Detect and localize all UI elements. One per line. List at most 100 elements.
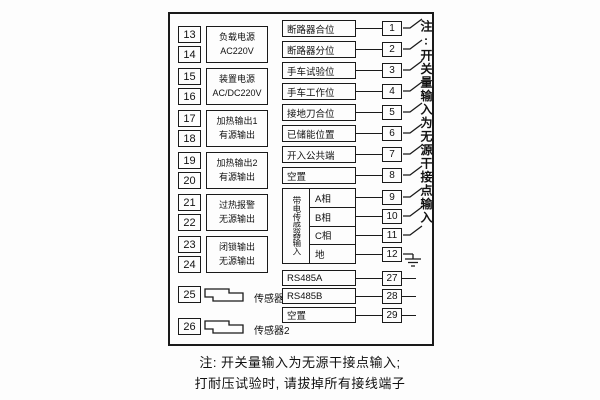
side-note: 注:开关量输入为无源干接点输入: [419, 20, 433, 225]
wire: [356, 133, 382, 134]
group-label-line1: 负载电源: [218, 32, 255, 42]
footer-note-line2: 打耐压试验时, 请拔掉所有接线端子: [194, 376, 406, 391]
group-label-line2: 有源输出: [218, 171, 255, 182]
switch-contact-icon: [403, 186, 425, 201]
wire: [356, 70, 382, 71]
terminal-number: 9: [382, 190, 402, 205]
phase-label: C相: [310, 227, 355, 246]
input-label: 接地刀合位: [282, 104, 356, 121]
terminal-number: 10: [382, 209, 402, 224]
footer-note-line1: 注: 开关量输入为无源干接点输入;: [199, 355, 401, 370]
wire: [356, 278, 382, 279]
terminal-number: 18: [178, 130, 201, 147]
terminal-number: 19: [178, 152, 201, 169]
live-sensor-input-group: 带电传感器输入 A相 B相 C相 地: [282, 188, 356, 264]
terminal-number: 1: [382, 21, 402, 36]
group-label-line2: AC220V: [220, 45, 254, 56]
switch-contact-icon: [403, 205, 425, 220]
phase-rows: A相 B相 C相 地: [310, 189, 355, 263]
input-label: 开入公共端: [282, 146, 356, 163]
group-label-line2: 有源输出: [218, 129, 255, 140]
switch-contact-icon: [403, 38, 425, 53]
terminal-number: 15: [178, 68, 201, 85]
terminal-number: 22: [178, 214, 201, 231]
sensor-connector-icon: [204, 286, 246, 304]
switch-contact-icon: [403, 17, 425, 32]
switch-contact-icon: [403, 164, 425, 179]
terminal-number: 4: [382, 84, 402, 99]
terminal-number: 17: [178, 110, 201, 127]
group-label-line1: 加热输出2: [216, 158, 258, 168]
terminal-number: 14: [178, 46, 201, 63]
terminal-number: 6: [382, 126, 402, 141]
comm-label: 空置: [282, 307, 356, 323]
terminal-number: 27: [382, 271, 402, 286]
switch-contact-icon: [403, 59, 425, 74]
terminal-number: 13: [178, 26, 201, 43]
wire: [356, 91, 382, 92]
group-label-line2: AC/DC220V: [212, 87, 262, 98]
terminal-number: 23: [178, 236, 201, 253]
group-label-line2: 无源输出: [218, 213, 255, 224]
switch-contact-icon: [403, 101, 425, 116]
group-label-line1: 装置电源: [218, 74, 255, 84]
wire: [356, 175, 382, 176]
terminal-number: 20: [178, 172, 201, 189]
wire: [356, 216, 382, 217]
terminal-number: 29: [382, 308, 402, 323]
terminal-number: 3: [382, 63, 402, 78]
switch-contact-icon: [403, 224, 425, 239]
comm-label: RS485A: [282, 270, 356, 286]
terminal-number: 12: [382, 247, 402, 262]
input-label: 断路器分位: [282, 41, 356, 58]
group-label-line1: 闭锁输出: [218, 242, 255, 252]
terminal-number: 16: [178, 88, 201, 105]
terminal-number: 8: [382, 168, 402, 183]
terminal-number: 5: [382, 105, 402, 120]
wire: [356, 154, 382, 155]
input-label: 手车试验位: [282, 62, 356, 79]
wire: [356, 28, 382, 29]
terminal-group-label: 加热输出1 有源输出: [206, 110, 268, 147]
terminal-number: 11: [382, 228, 402, 243]
group-label-line1: 加热输出1: [216, 116, 258, 126]
ground-icon: [403, 250, 423, 268]
phase-label: B相: [310, 208, 355, 227]
wire: [356, 296, 382, 297]
switch-contact-icon: [403, 143, 425, 158]
input-label: 空置: [282, 167, 356, 184]
switch-contact-icon: [403, 80, 425, 95]
input-label: 断路器合位: [282, 20, 356, 37]
comm-label: RS485B: [282, 288, 356, 304]
phase-label: 地: [315, 250, 325, 262]
terminal-number: 28: [382, 289, 402, 304]
sensor-label: 传感器2: [254, 326, 290, 337]
wire: [356, 315, 382, 316]
wire: [402, 278, 416, 279]
terminal-number: 7: [382, 147, 402, 162]
terminal-group-label: 加热输出2 有源输出: [206, 152, 268, 189]
input-label: 已储能位置: [282, 125, 356, 142]
wire: [356, 49, 382, 50]
sensor-label: 传感器1: [254, 294, 290, 305]
terminal-number: 25: [178, 286, 201, 303]
terminal-group-label: 负载电源 AC220V: [206, 26, 268, 63]
terminal-group-label: 过热报警 无源输出: [206, 194, 268, 231]
wire: [402, 315, 416, 316]
wire: [356, 235, 382, 236]
group-label-line1: 过热报警: [218, 200, 255, 210]
wire: [356, 197, 382, 198]
live-sensor-group-label: 带电传感器输入: [283, 189, 310, 263]
input-label: 手车工作位: [282, 83, 356, 100]
terminal-group-label: 闭锁输出 无源输出: [206, 236, 268, 273]
switch-contact-icon: [403, 122, 425, 137]
group-label-line2: 无源输出: [218, 255, 255, 266]
wire: [356, 254, 382, 255]
sensor-connector-icon: [204, 318, 246, 336]
diagram-frame: 13 14 负载电源 AC220V 15 16 装置电源 AC/DC220V 1…: [168, 12, 434, 346]
terminal-number: 2: [382, 42, 402, 57]
phase-label: A相: [310, 189, 355, 208]
terminal-number: 26: [178, 318, 201, 335]
terminal-number: 21: [178, 194, 201, 211]
